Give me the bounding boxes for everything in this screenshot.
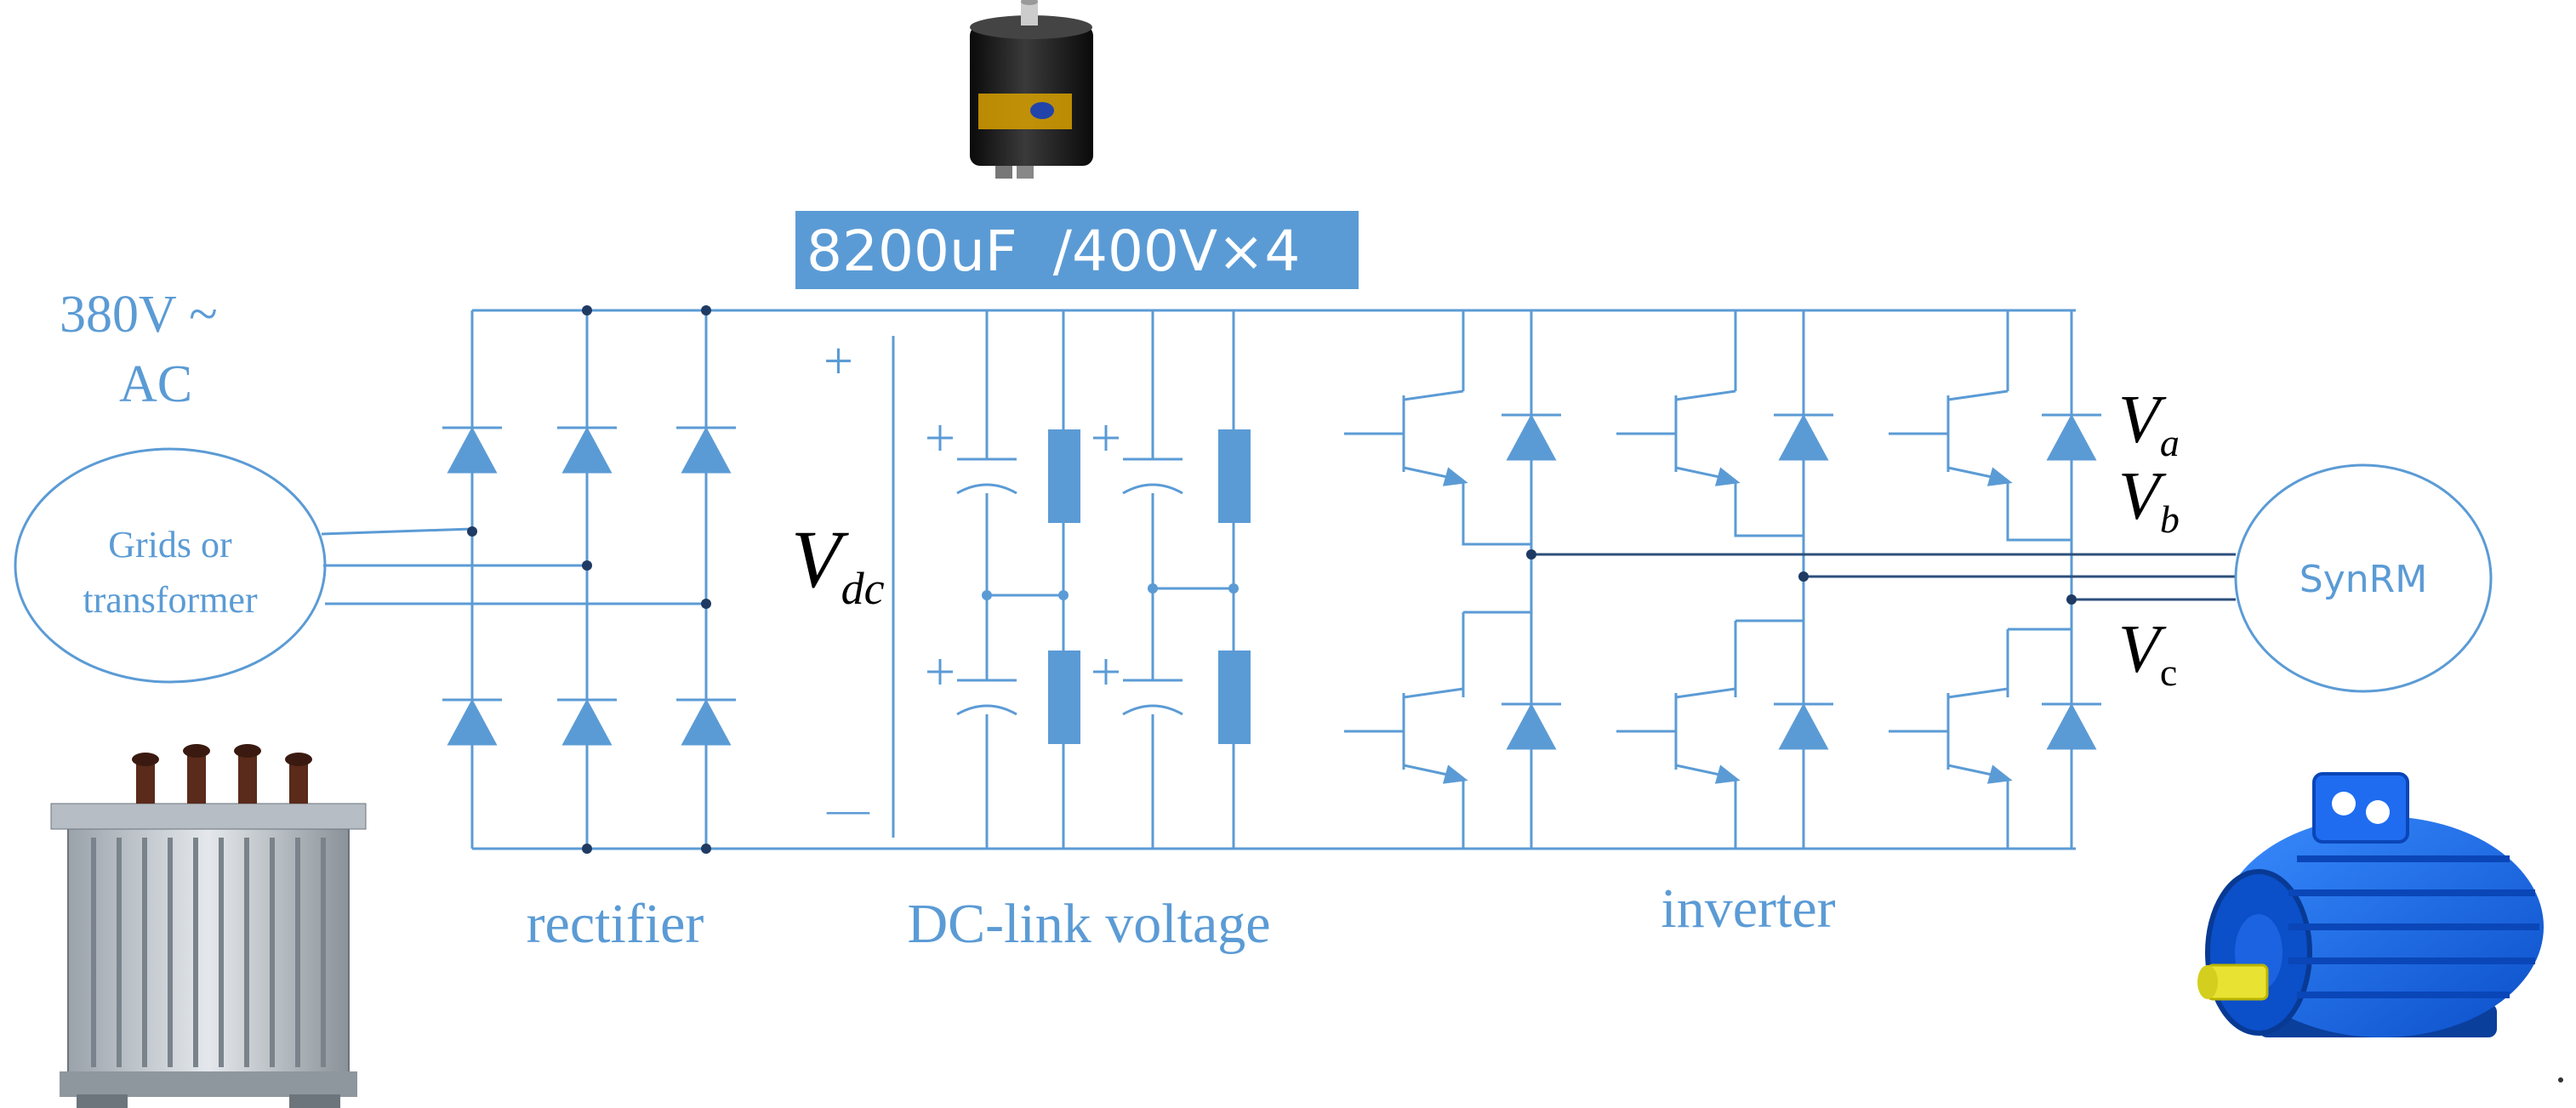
bleed-resistor-2 — [1048, 651, 1080, 744]
rectifier-diode-3d — [681, 698, 732, 746]
inverter-bridge — [1344, 310, 2101, 849]
motor-circle — [2234, 463, 2493, 693]
rectifier-bridge — [442, 305, 736, 854]
corner-dot — [2558, 1077, 2563, 1082]
dc-link-plus: + — [824, 332, 853, 390]
dc-link: + — Vdc — [791, 310, 1251, 849]
dc-link-minus: — — [826, 785, 870, 832]
bleed-resistor-3 — [1218, 429, 1251, 523]
phase-output-wires — [1531, 553, 2236, 601]
vdc-main: V — [791, 514, 849, 605]
motor: SynRM — [2234, 463, 2493, 693]
source-voltage-line1: 380V ~ — [60, 286, 218, 344]
inverter-leg-c — [1889, 310, 2101, 849]
bleed-resistor-1 — [1048, 429, 1080, 523]
motor-label: SynRM — [2300, 558, 2427, 601]
phase-b-label: Vb — [2118, 459, 2180, 541]
inverter-leg-b — [1616, 310, 1833, 849]
capacitor-badge: 8200uF /400V×4 — [795, 211, 1359, 289]
source-circle — [14, 447, 327, 684]
rectifier-diode-2u — [561, 426, 613, 474]
rectifier-diode-1d — [447, 698, 498, 746]
source-label-line1: Grids or — [108, 524, 232, 565]
inverter-leg-a — [1344, 310, 1561, 849]
section-label-inverter: inverter — [1661, 878, 1835, 940]
electrolytic-capacitor-photo-icon — [970, 0, 1093, 179]
rectifier-diode-2d — [561, 698, 613, 746]
source-label-line2: transformer — [83, 579, 258, 621]
capacitor-badge-bg — [795, 211, 1359, 289]
phase-a-label: Va — [2118, 383, 2180, 464]
bleed-resistor-4 — [1218, 651, 1251, 744]
ac-source: 380V ~ AC Grids or transformer — [14, 286, 327, 684]
transformer-photo-icon — [50, 744, 367, 1108]
source-voltage-line2: AC — [119, 355, 192, 413]
input-wires — [321, 527, 706, 605]
phase-c-label: Vc — [2118, 612, 2177, 694]
section-label-rectifier: rectifier — [527, 893, 704, 955]
vdc-label: Vdc — [791, 514, 885, 614]
dc-rails — [472, 309, 2076, 850]
section-label-dc-link: DC-link voltage — [907, 893, 1270, 955]
rectifier-diode-3u — [681, 426, 732, 474]
capacitor-badge-text: 8200uF /400V×4 — [806, 219, 1300, 284]
rectifier-diode-1u — [447, 426, 498, 474]
vdc-sub: dc — [841, 563, 885, 614]
electric-motor-photo-icon — [2197, 772, 2544, 1037]
